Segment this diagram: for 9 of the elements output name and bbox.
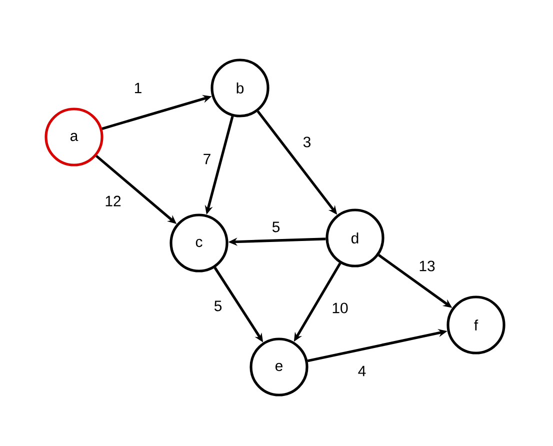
edge-label: 12 [104,194,122,208]
edge-label: 1 [132,82,144,94]
edge-label: 10 [330,302,350,314]
edge-label: 7 [202,152,212,166]
edge-label: 13 [418,260,436,272]
edge-label: 5 [270,220,282,234]
edge-label: 4 [356,364,368,378]
edge-label: 3 [302,136,312,148]
edge-label: 5 [212,300,224,312]
